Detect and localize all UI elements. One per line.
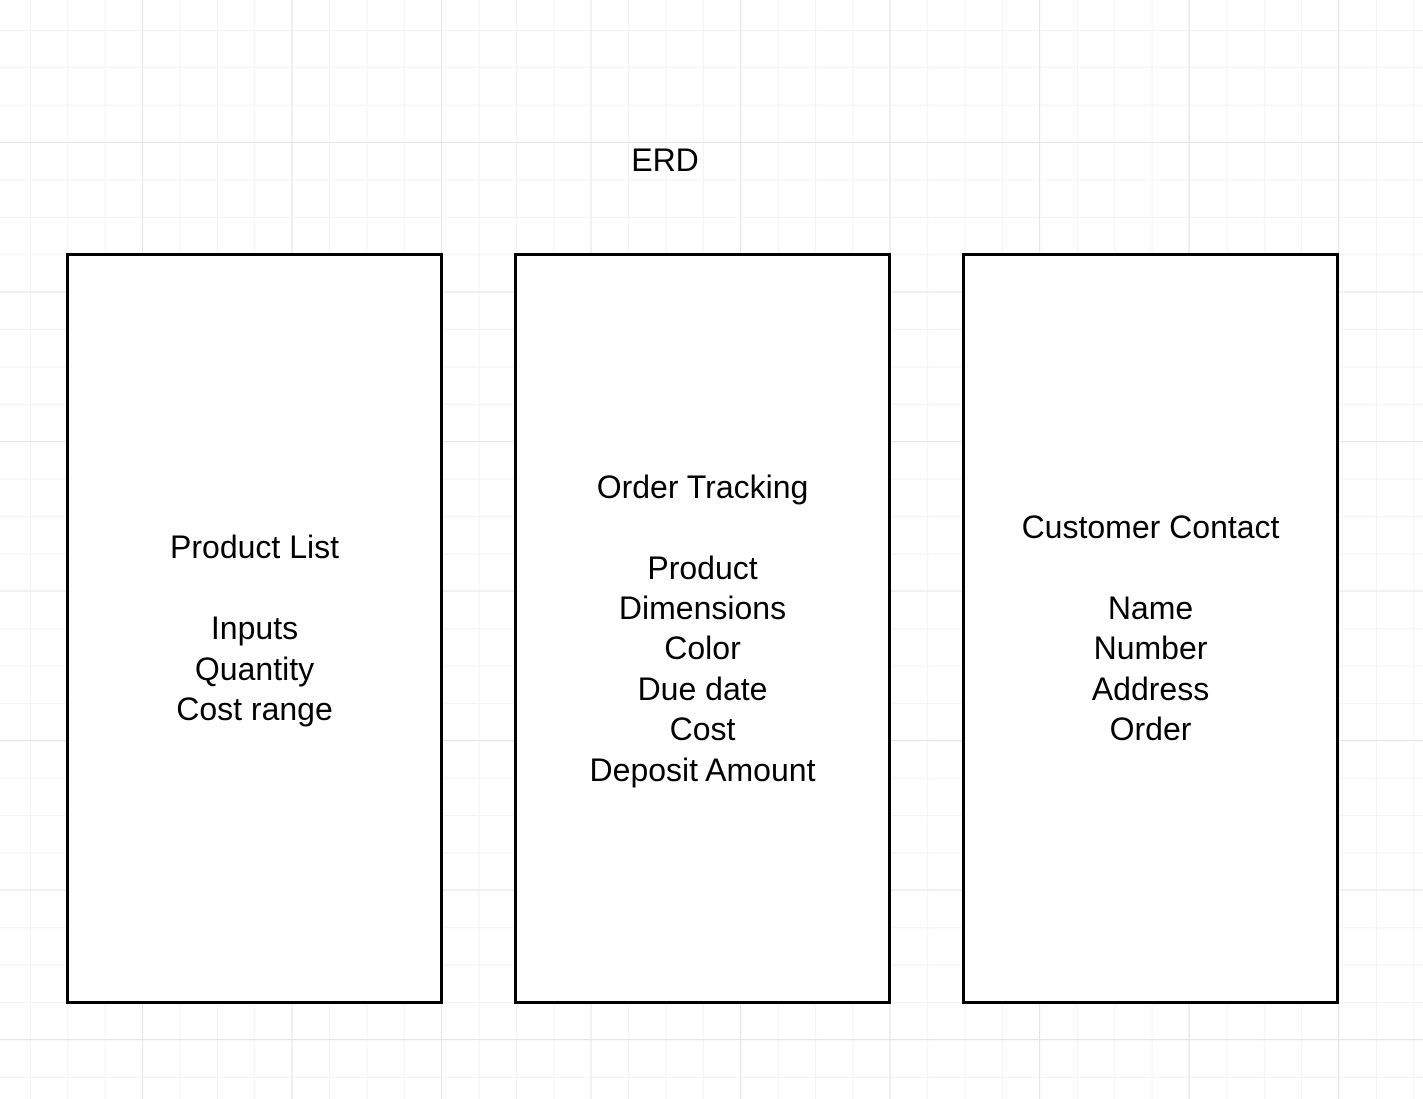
- diagram-title: ERD: [631, 142, 699, 178]
- attribute-item: Cost: [669, 711, 736, 748]
- attribute-item: Due date: [637, 670, 768, 707]
- entity-title: Customer Contact: [1021, 509, 1280, 546]
- entity-product-list[interactable]: Product List Inputs Quantity Cost range: [66, 253, 443, 1004]
- entity-title: Product List: [170, 529, 339, 566]
- attribute-item: Number: [1093, 630, 1208, 667]
- attribute-item: Color: [664, 630, 741, 667]
- attribute-item: Cost range: [176, 691, 333, 728]
- attribute-item: Inputs: [210, 610, 299, 647]
- attribute-list: Inputs Quantity Cost range: [176, 608, 333, 729]
- attribute-item: Product: [647, 549, 758, 586]
- attribute-list: Name Number Address Order: [1092, 588, 1209, 750]
- attribute-list: Product Dimensions Color Due date Cost D…: [590, 548, 816, 790]
- attribute-item: Quantity: [194, 650, 315, 687]
- attribute-item: Name: [1107, 590, 1194, 627]
- entity-customer-contact[interactable]: Customer Contact Name Number Address Ord…: [962, 253, 1339, 1004]
- attribute-item: Order: [1109, 711, 1192, 748]
- attribute-item: Address: [1091, 670, 1210, 707]
- entity-title: Order Tracking: [596, 468, 809, 505]
- entity-order-tracking[interactable]: Order Tracking Product Dimensions Color …: [514, 253, 891, 1004]
- attribute-item: Deposit Amount: [589, 751, 816, 788]
- attribute-item: Dimensions: [618, 590, 787, 627]
